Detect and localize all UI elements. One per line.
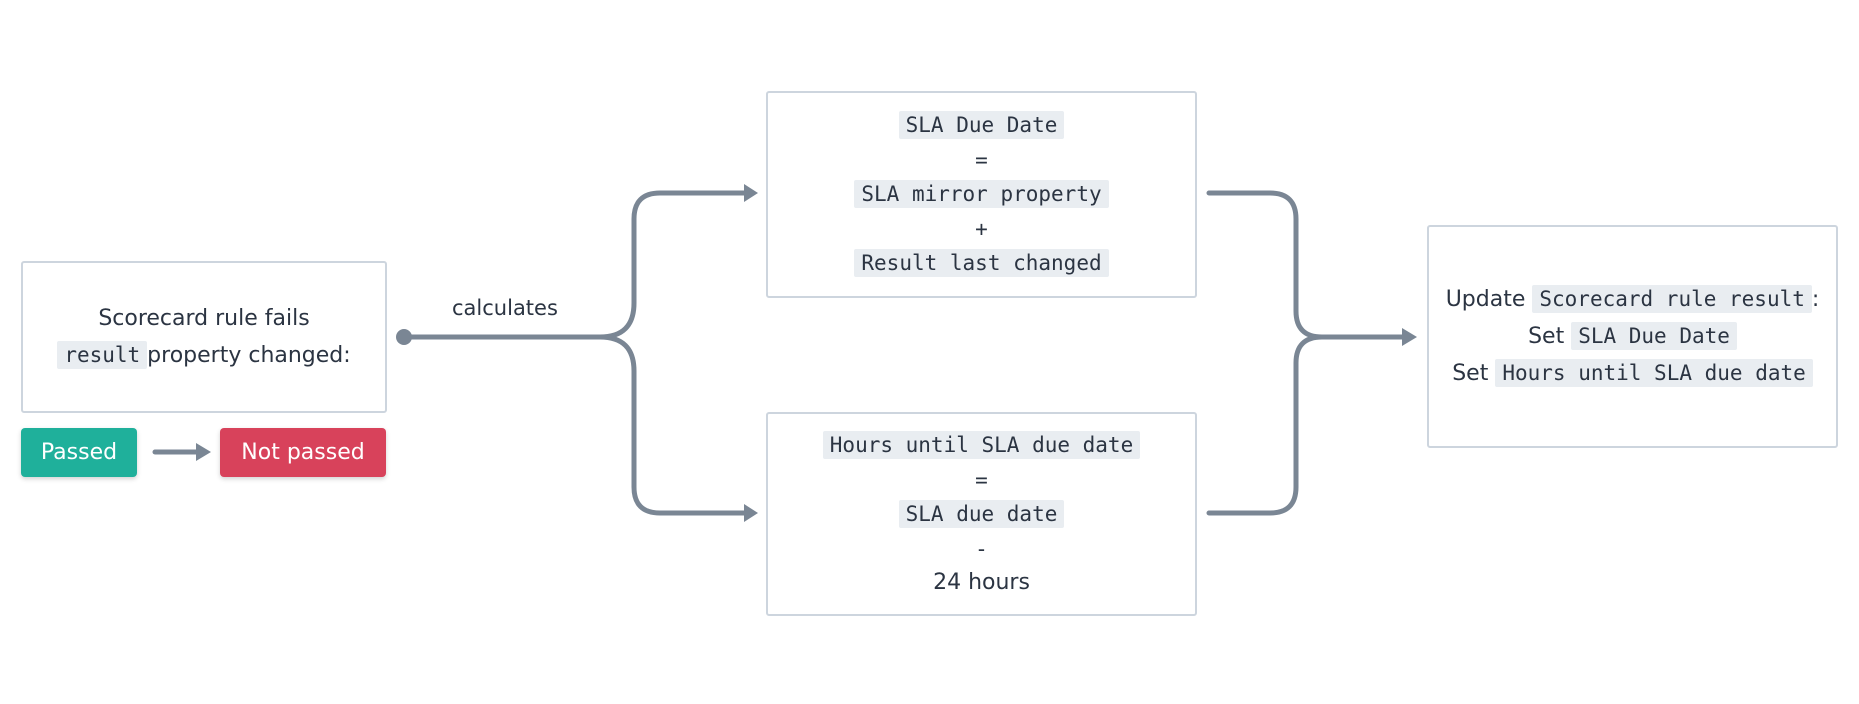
arrowhead-update xyxy=(1402,328,1417,346)
update-prefix: Update xyxy=(1445,287,1526,312)
due-date-term1: SLA mirror property xyxy=(854,180,1109,208)
trigger-property-text: property changed: xyxy=(147,342,351,368)
merge-up-connector xyxy=(1206,190,1325,340)
hours-formula-box: Hours until SLA due date = SLA due date … xyxy=(766,412,1197,616)
branch-down-connector xyxy=(597,334,749,516)
set-due-date-code: SLA Due Date xyxy=(1571,322,1737,350)
merge-down-connector xyxy=(1206,334,1325,516)
hours-term1: SLA due date xyxy=(898,500,1065,528)
trigger-title: Scorecard rule fails xyxy=(98,305,310,331)
hours-left: Hours until SLA due date xyxy=(822,431,1141,459)
arrowhead-status xyxy=(196,443,211,461)
hours-term2: 24 hours xyxy=(933,570,1030,595)
update-code: Scorecard rule result xyxy=(1532,285,1812,313)
update-line-3: Set Hours until SLA due date xyxy=(1452,355,1813,392)
update-line-1: Update Scorecard rule result: xyxy=(1445,281,1820,318)
branch-up-connector xyxy=(597,190,749,340)
trigger-line-1: Scorecard rule fails xyxy=(98,301,309,337)
set-prefix-2: Set xyxy=(1452,361,1489,386)
update-box: Update Scorecard rule result: Set SLA Du… xyxy=(1427,225,1838,448)
calculates-label: calculates xyxy=(452,296,558,320)
start-dot xyxy=(396,329,412,345)
due-date-equals: = xyxy=(975,148,988,172)
not-passed-badge: Not passed xyxy=(220,428,386,477)
set-prefix-1: Set xyxy=(1528,324,1565,349)
arrowhead-due xyxy=(744,184,758,202)
hours-equals: = xyxy=(975,468,988,492)
arrowhead-hours xyxy=(744,504,758,522)
update-suffix: : xyxy=(1811,287,1820,312)
due-date-operator: + xyxy=(975,217,988,241)
passed-badge: Passed xyxy=(21,428,137,477)
due-date-formula-box: SLA Due Date = SLA mirror property + Res… xyxy=(766,91,1197,298)
due-date-left: SLA Due Date xyxy=(898,111,1065,139)
result-code: result xyxy=(57,340,148,369)
update-line-2: Set SLA Due Date xyxy=(1528,318,1737,355)
due-date-term2: Result last changed xyxy=(854,249,1109,277)
hours-operator: - xyxy=(975,537,988,561)
set-hours-code: Hours until SLA due date xyxy=(1495,359,1813,387)
